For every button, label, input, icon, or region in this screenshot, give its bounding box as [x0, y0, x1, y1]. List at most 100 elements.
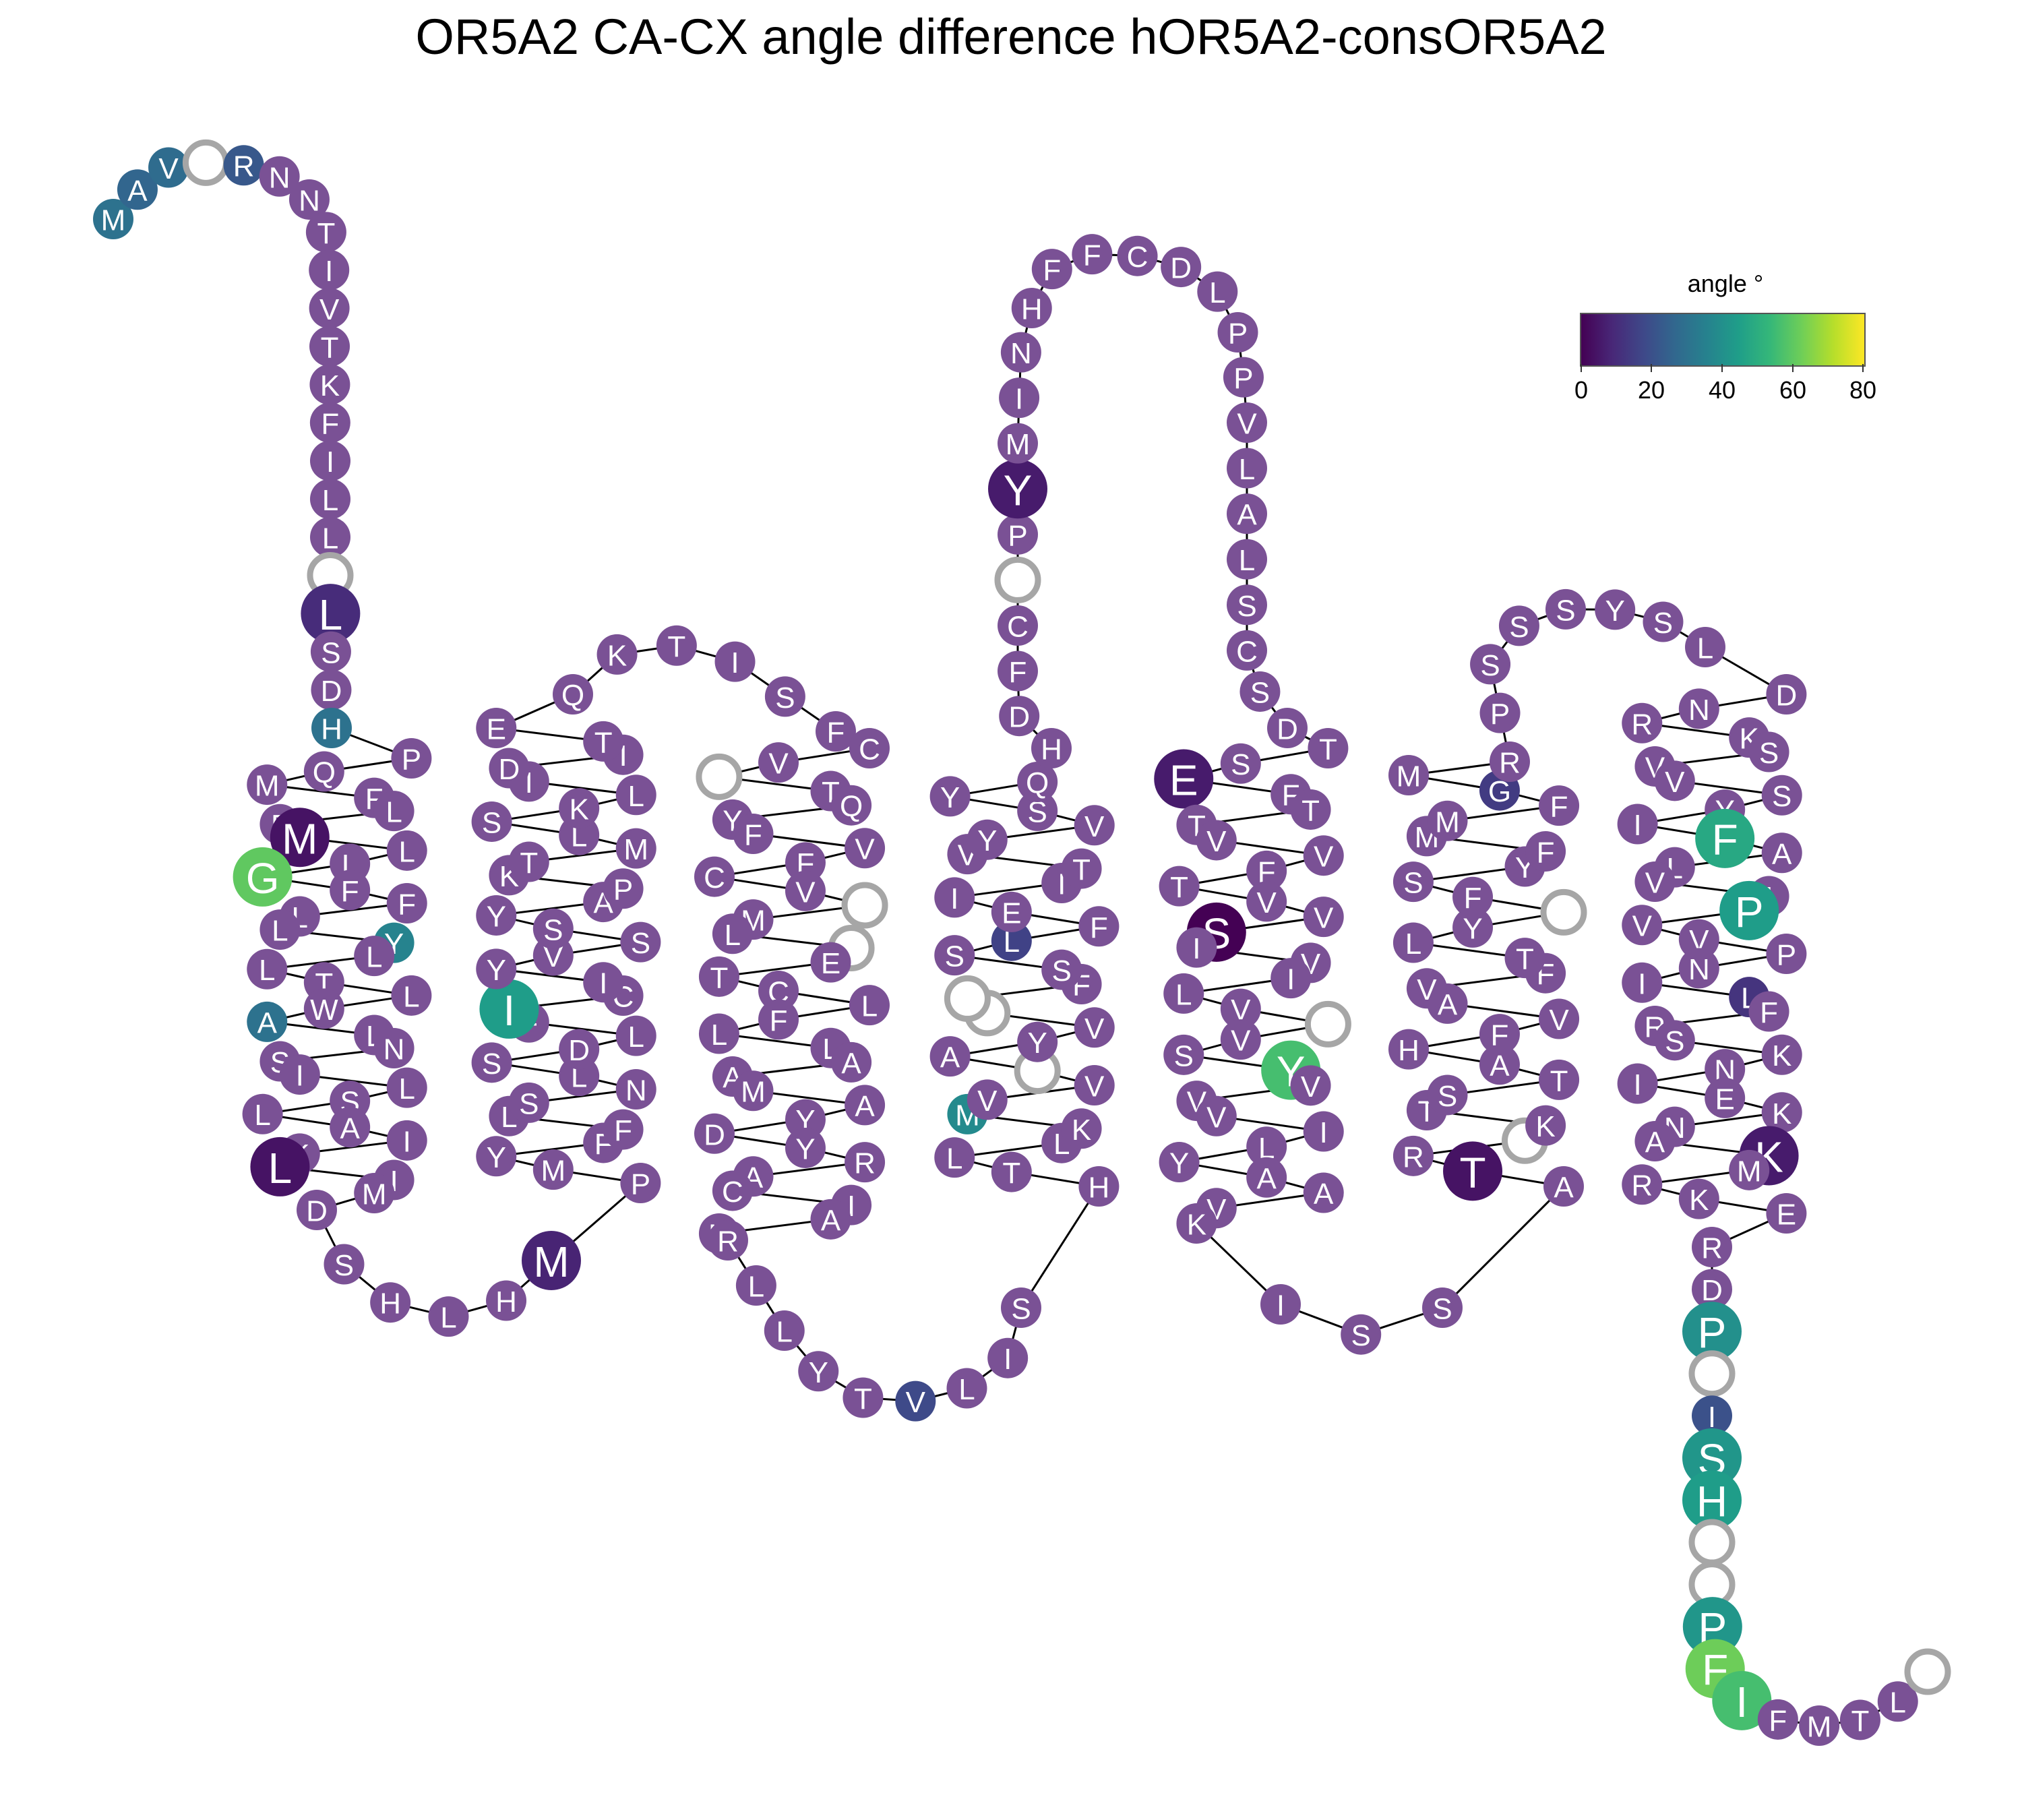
residue: V [1654, 760, 1695, 801]
residue-circle [1654, 1020, 1695, 1061]
residue-label: F [1537, 836, 1555, 869]
residue-circle [1877, 1681, 1918, 1722]
residue: Q [831, 785, 872, 826]
residue-label: C [1127, 241, 1148, 274]
residue-label: Q [840, 790, 863, 823]
residue-circle [386, 883, 427, 923]
residue-label: S [1772, 780, 1791, 813]
residue-circle [1246, 1126, 1287, 1167]
residue: L [615, 1015, 656, 1056]
residue-circle [1388, 1029, 1429, 1070]
residue-label: D [568, 1034, 590, 1067]
residue: Y [476, 894, 517, 936]
residue-label: C [704, 861, 725, 894]
residue-label: Y [1004, 466, 1033, 514]
residue-label: R [1631, 1170, 1653, 1203]
residue-label: M [362, 1178, 387, 1211]
residue-circle [1011, 288, 1052, 329]
residue-label: L [322, 522, 338, 555]
residue-label: L [1239, 544, 1255, 577]
residue: L [310, 516, 350, 557]
residue-label: P [1228, 317, 1248, 351]
residue: F [1452, 876, 1494, 917]
residue-circle [1543, 1166, 1584, 1207]
residue-circle [148, 147, 189, 188]
residue-circle [1196, 1095, 1237, 1136]
residue-circle [708, 1220, 748, 1261]
residue-label: D [1701, 1274, 1723, 1307]
residue-label: K [607, 639, 627, 672]
residue-circle [386, 830, 427, 871]
residue-circle [476, 894, 517, 936]
residue-label: L [1697, 632, 1713, 665]
residue: S [1422, 1287, 1463, 1328]
residue-label: S [1351, 1319, 1371, 1352]
residue-circle [656, 625, 697, 666]
residue: S [508, 1082, 549, 1123]
residue: S [1163, 1034, 1204, 1075]
residue-circle [303, 988, 344, 1029]
residue-circle [1017, 790, 1058, 831]
residue: V [1246, 881, 1287, 922]
residue: Y [1159, 1142, 1200, 1183]
residue: T [698, 956, 739, 997]
residue-circle [250, 1136, 310, 1196]
residue-label: M [541, 1155, 566, 1188]
residue-label: N [1688, 953, 1710, 986]
residue-circle [508, 1082, 549, 1123]
residue: T [656, 625, 697, 666]
residue-circle [301, 584, 361, 644]
residue: L [310, 479, 350, 520]
residue: Y [1017, 1021, 1058, 1062]
residue-label: L [1239, 453, 1255, 486]
residue-circle [1539, 1059, 1580, 1100]
residue-circle [486, 1280, 527, 1321]
residue-circle [311, 669, 352, 710]
residue-label: T [710, 961, 728, 994]
residue: V [1220, 1019, 1261, 1060]
residue: K [1061, 1108, 1102, 1149]
residue-label: I [1633, 809, 1641, 842]
colorbar-legend: angle ° 0 20 40 60 80 [1570, 270, 1880, 418]
residue-circle [1246, 881, 1287, 922]
residue-label: S [543, 913, 563, 946]
residue: C [694, 856, 735, 897]
residue: Y [929, 776, 971, 817]
residue: R [1392, 1135, 1434, 1176]
colorbar-tick-label: 0 [1574, 376, 1589, 404]
residue: G [1688, 1350, 1736, 1397]
residue-label: S [631, 927, 650, 960]
residue-label: Y [795, 1132, 815, 1165]
residue: V [1303, 835, 1344, 876]
residue: Y [785, 1127, 826, 1168]
residue: L [386, 830, 427, 871]
residue: A [810, 1199, 851, 1240]
residue-label: H [1021, 293, 1043, 326]
residue: R [845, 1142, 886, 1183]
residue-circle [1761, 832, 1802, 874]
residue-circle [508, 841, 549, 882]
residue-circle [309, 402, 350, 444]
residue-link [1020, 1186, 1100, 1308]
residue-circle [1682, 1470, 1742, 1530]
residue-label: V [1314, 841, 1334, 874]
residue-label: E [1777, 1199, 1796, 1232]
residue: S [1545, 588, 1586, 630]
residue: L [386, 1067, 427, 1108]
residue: E [476, 708, 517, 748]
residue-label: S [482, 1048, 501, 1081]
residue-label: E [1169, 756, 1198, 804]
residue-label: N [269, 161, 290, 194]
residue: Y [476, 948, 517, 990]
residue-label: M [1807, 1711, 1832, 1744]
residue: G [994, 556, 1041, 603]
residue-circle [1692, 1269, 1732, 1310]
residue: I [1270, 958, 1312, 999]
residue-label: M [255, 770, 280, 803]
residue-label: M [101, 204, 126, 237]
residue: Q [553, 674, 593, 715]
colorbar-tick-label: 80 [1849, 376, 1877, 404]
residue-circle [1682, 1302, 1742, 1362]
residue: F [733, 814, 774, 855]
residue-label: G [194, 148, 217, 181]
